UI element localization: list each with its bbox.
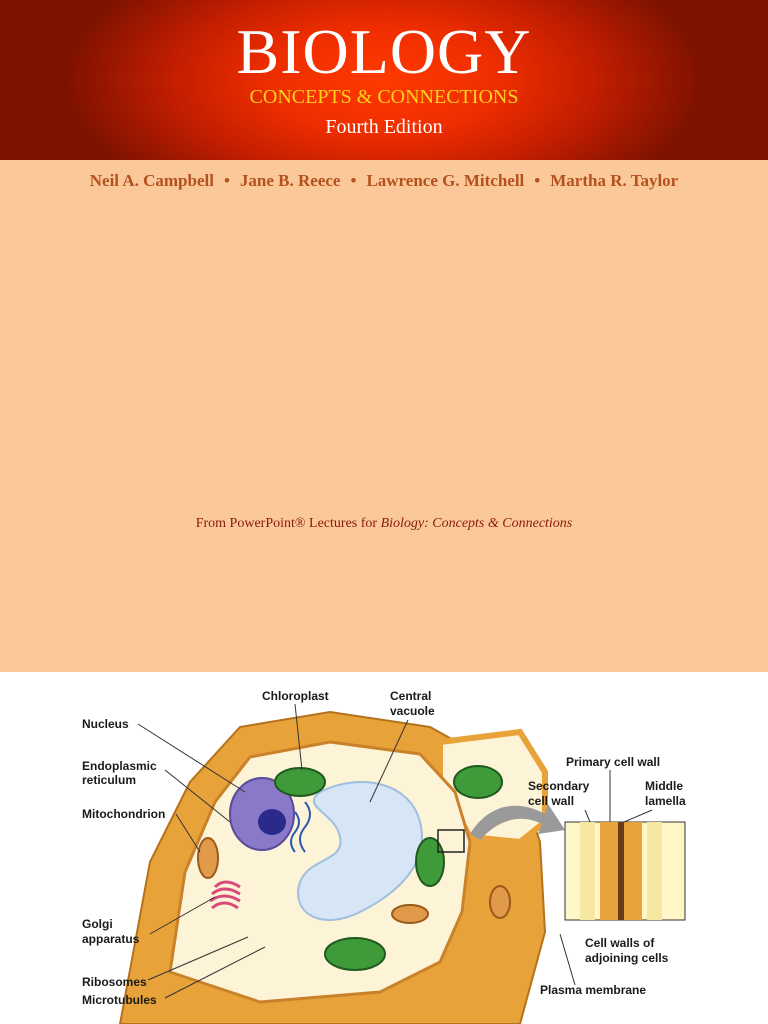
label-er-line1: Endoplasmic	[82, 759, 157, 773]
primary-wall-band	[624, 822, 642, 920]
author-separator: •	[534, 171, 541, 190]
plant-cell-diagram: Nucleus Endoplasmic reticulum Mitochondr…	[82, 689, 686, 1024]
middle-lamella	[618, 822, 624, 920]
credit-prefix: From PowerPoint® Lectures for	[195, 516, 381, 531]
label-golgi-line2: apparatus	[82, 932, 140, 946]
author-name: Martha R. Taylor	[550, 171, 679, 190]
label-microtubules: Microtubules	[82, 993, 157, 1007]
label-ribosomes: Ribosomes	[82, 975, 147, 989]
label-golgi-line1: Golgi	[82, 917, 113, 931]
zoom-region-box	[437, 829, 465, 853]
book-subtitle: CONCEPTS & CONNECTIONS	[249, 86, 519, 108]
central-vacuole	[297, 781, 423, 922]
chloroplast	[274, 767, 326, 797]
author-name: Neil A. Campbell	[89, 171, 214, 190]
book-title: BIOLOGY	[236, 16, 532, 87]
credit-book-title: Biology: Concepts & Connections	[380, 516, 573, 531]
secondary-wall-band	[580, 822, 595, 920]
label-mitochondrion: Mitochondrion	[82, 807, 165, 821]
author-separator: •	[350, 171, 357, 190]
label-nucleus: Nucleus	[82, 717, 129, 731]
author-list: Neil A. Campbell • Jane B. Reece • Lawrence …	[0, 170, 768, 192]
label-leader-lines	[137, 703, 653, 999]
primary-wall-band	[600, 822, 618, 920]
chloroplast	[453, 765, 503, 799]
mitochondrion	[489, 885, 511, 919]
zoom-arrow	[470, 804, 565, 840]
endoplasmic-reticulum	[290, 801, 311, 853]
author-name: Lawrence G. Mitchell	[366, 171, 525, 190]
secondary-wall-band	[647, 822, 662, 920]
plant-cell-figure: Nucleus Endoplasmic reticulum Mitochondr…	[0, 672, 768, 1024]
mitochondrion	[391, 904, 429, 924]
chloroplast	[324, 937, 386, 971]
cover-banner: BIOLOGY CONCEPTS & CONNECTIONS Fourth Ed…	[0, 0, 768, 160]
label-middle-line1: Middle	[645, 779, 683, 793]
label-primary-wall: Primary cell wall	[566, 755, 660, 769]
label-adjoining-line2: adjoining cells	[585, 951, 669, 965]
chloroplast	[415, 837, 445, 887]
label-vacuole-line1: Central	[390, 689, 431, 703]
author-separator: •	[223, 171, 230, 190]
label-middle-line2: lamella	[645, 794, 686, 808]
mitochondrion	[197, 837, 219, 879]
label-secondary-line1: Secondary	[528, 779, 590, 793]
label-vacuole-line2: vacuole	[390, 704, 435, 718]
book-edition: Fourth Edition	[325, 116, 443, 138]
label-secondary-line2: cell wall	[528, 794, 574, 808]
golgi-apparatus	[209, 880, 241, 910]
nucleolus	[258, 809, 286, 835]
label-er-line2: reticulum	[82, 773, 136, 787]
powerpoint-credit: From PowerPoint® Lectures for Biology: C…	[0, 514, 768, 534]
label-plasma-membrane: Plasma membrane	[540, 983, 646, 997]
author-name: Jane B. Reece	[239, 171, 341, 190]
label-adjoining-line1: Cell walls of	[585, 936, 655, 950]
label-chloroplast: Chloroplast	[262, 689, 329, 703]
